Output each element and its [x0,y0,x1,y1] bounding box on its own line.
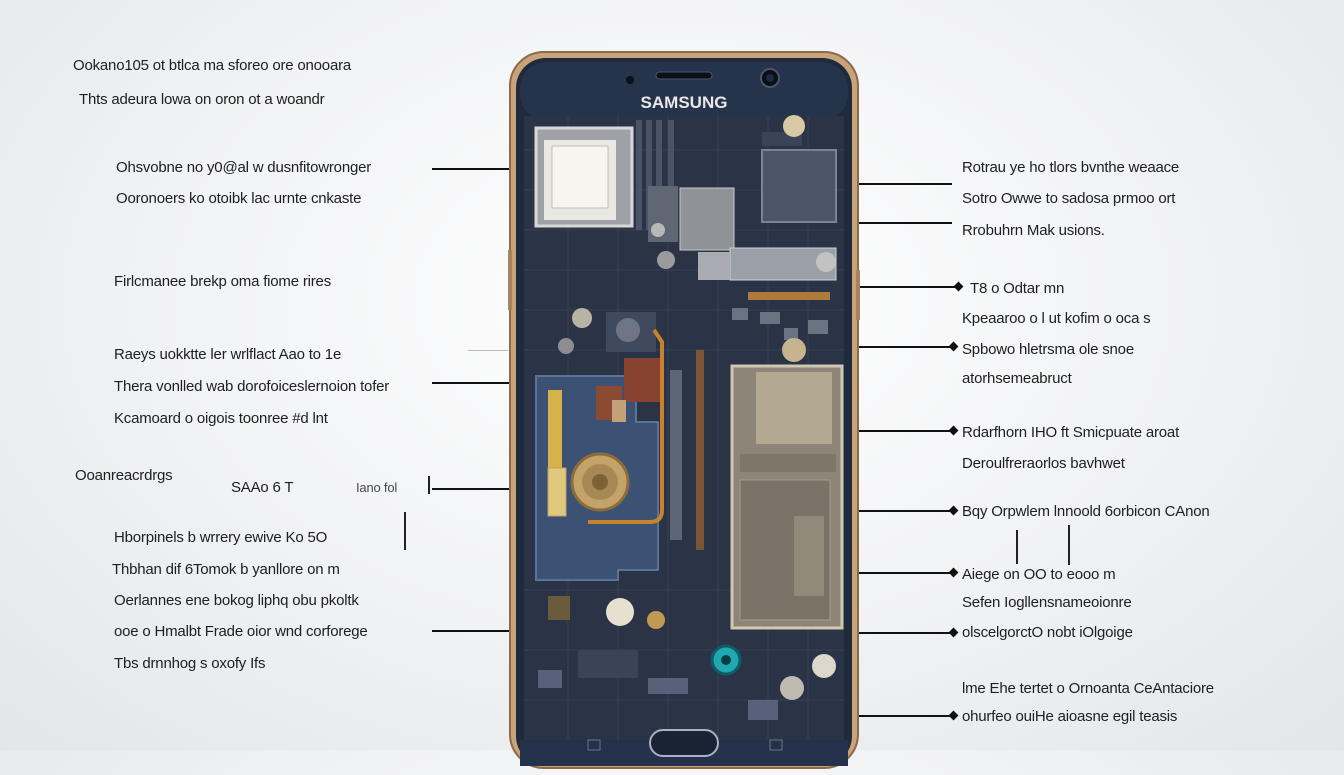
left-label-6: Raeys uokktte ler wrlflact Aao to 1e [114,346,342,363]
right-label-6: Spbowo hletrsma ole snoe [962,341,1134,358]
leader-right-3 [856,286,958,288]
leader-right-1 [806,183,952,185]
left-label-2: Thts adeura lowa on oron ot a woandr [79,91,325,108]
sensor-hub [679,187,735,251]
leader-left-3 [432,488,524,490]
right-label-4: T8 o Odtar mn [970,280,1065,297]
leader-right-4 [856,346,954,348]
callout-dot-4 [948,505,959,516]
processor-chip [761,149,837,223]
marker-tick-1 [404,512,406,550]
leader-left-4 [432,630,524,632]
brand-logo: SAMSUNG [641,93,728,112]
marker-tick-2 [1016,530,1018,564]
left-label-16: Tbs drnnhog s oxofy Ifs [114,655,266,672]
left-label-4: Ooronoers ko otoibk lac urnte cnkaste [116,190,362,207]
right-label-1: Rotrau ye ho tlors bvnthe weaace [962,159,1180,176]
leader-right-8 [856,632,954,634]
earpiece-speaker [655,71,713,80]
left-label-7: Thera vonlled wab dorofoiceslernoion tof… [114,378,390,395]
phone-teardown-illustration: SAMSUNG [508,50,860,770]
callout-dot-1 [953,281,964,292]
callout-dot-5 [948,567,959,578]
right-label-13: olscelgorctO nobt iOlgoige [962,624,1133,641]
right-label-2: Sotro Owwe to sadosa prmoo ort [962,190,1176,207]
left-label-1: Ookano105 ot btlca ma sforeo ore onooara [73,57,352,74]
right-label-8: Rdarfhorn IHO ft Smicpuate aroat [962,424,1180,441]
volume-button [508,250,512,310]
left-label-10: SAAo 6 T [231,479,294,496]
leader-left-2 [432,382,522,384]
right-label-3: Rrobuhrn Mak usions. [962,222,1105,239]
left-label-12: Hborpinels b wrrery ewive Ko 5O [114,529,328,546]
left-label-3: Ohsvobne no y0@al w dusnfitowronger [116,159,372,176]
callout-dot-3 [948,425,959,436]
callout-dot-6 [948,627,959,638]
left-label-15: ooe o Hmalbt Frade oior wnd corforege [114,623,368,640]
leader-right-9 [856,715,954,717]
right-label-5: Kpeaaroo o l ut kofim o oca s [962,310,1151,327]
left-label-11: Iano fol [356,480,398,495]
right-label-9: Deroulfreraorlos bavhwet [962,455,1125,472]
left-label-13: Thbhan dif 6Tomok b yanllore on m [112,561,340,578]
leader-right-6 [856,510,954,512]
right-label-11: Aiege on OO to eooo m [962,566,1116,583]
marker-tick-3 [1068,525,1070,565]
leader-right-7 [856,572,954,574]
home-button [649,729,719,757]
right-label-14: lme Ehe tertet o Ornoanta CeAntaciore [962,680,1214,697]
leader-right-2 [840,222,952,224]
power-button [856,270,860,320]
marker-tick-4 [428,476,430,494]
left-label-5: Firlcmanee brekp oma fiome rires [114,273,332,290]
right-label-10: Bqy Orpwlem lnnoold 6orbicon CAnon [962,503,1210,520]
left-label-14: Oerlannes ene bokog liphq obu pkoltk [114,592,359,609]
leader-right-5 [856,430,954,432]
left-label-9: Ooanreacrdrgs [75,467,173,484]
vibration-motor-icon [783,115,805,137]
right-label-7: atorhsemeabruct [962,370,1072,387]
front-sensor-icon [626,76,634,84]
callout-dot-7 [948,710,959,721]
right-label-15: ohurfeo ouiHe aioasne egil teasis [962,708,1178,725]
callout-dot-2 [948,341,959,352]
leader-left-1 [432,168,518,170]
left-label-8: Kcamoard o oigois toonree #d lnt [114,410,328,427]
phone-svg: SAMSUNG [508,51,860,769]
right-label-12: Sefen Iogllensnameoionre [962,594,1132,611]
leader-left-5 [468,350,508,351]
copper-trace [588,328,664,524]
